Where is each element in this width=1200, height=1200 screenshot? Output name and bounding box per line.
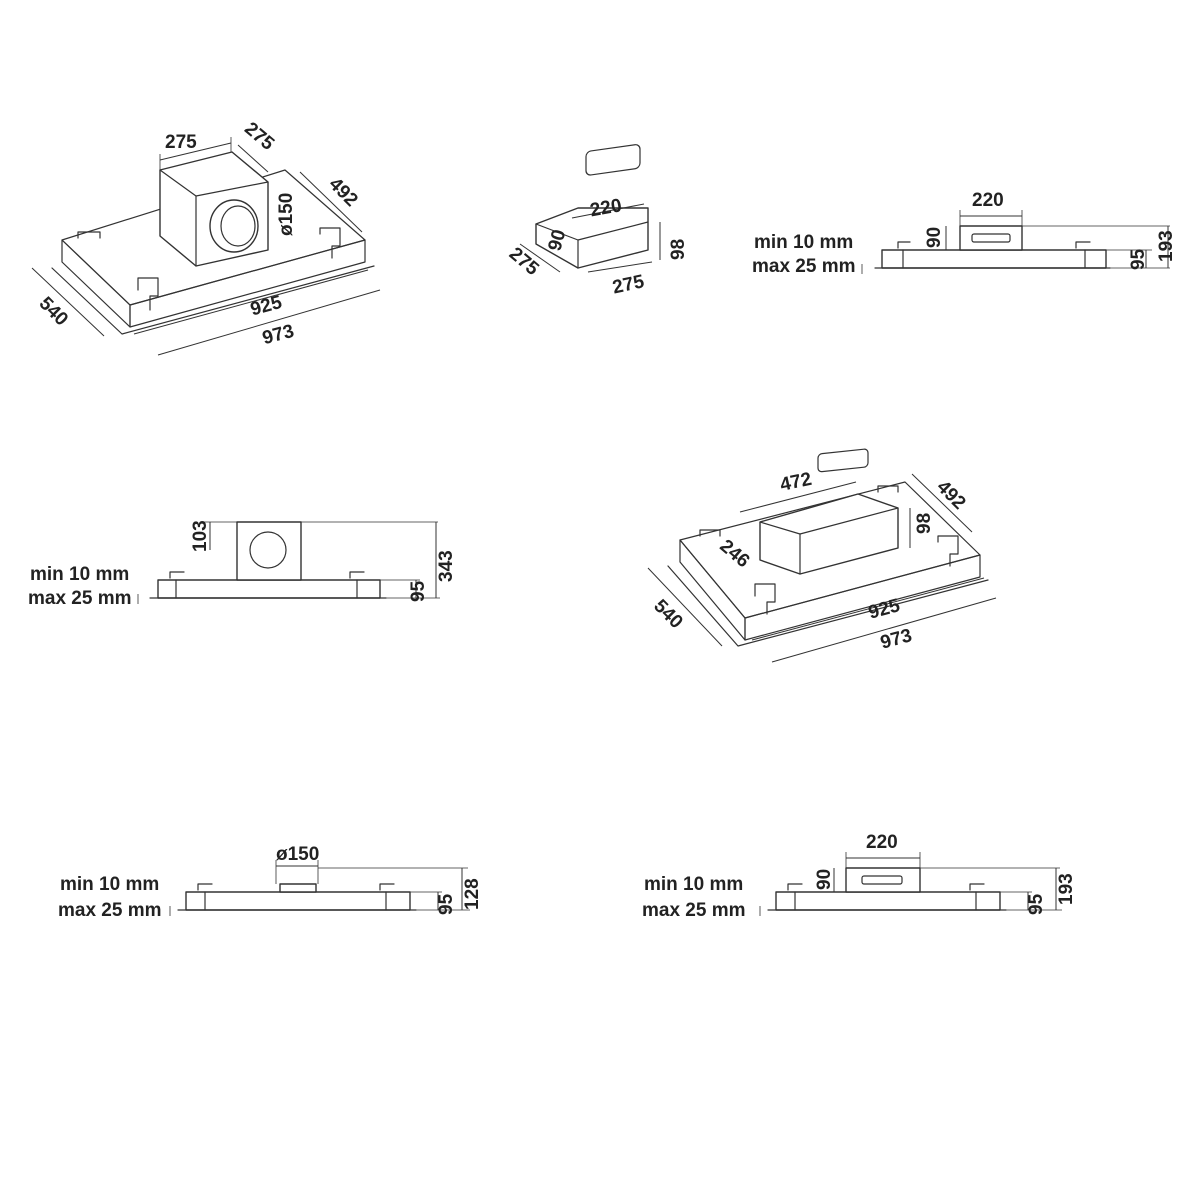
- drawing-hood-duct-front: 472 492 98 246 540 925 973: [647, 448, 997, 663]
- hood-front-face: [744, 554, 981, 641]
- mount-bracket: [699, 485, 959, 615]
- label-min-gap: min 10 mm: [644, 874, 743, 895]
- dim-duct-length: 472: [778, 469, 813, 496]
- hood-flange: [51, 265, 375, 335]
- duct-box-side: [236, 521, 302, 581]
- drawing-side-rect-duct: min 10 mm max 25 mm 220 90 95 193: [752, 190, 1177, 277]
- dim-body-height: 95: [408, 580, 429, 602]
- duct-outlet-round-top: [279, 883, 317, 893]
- dim-body-height: 95: [1128, 248, 1149, 270]
- dim-adapter-depth: 275: [505, 243, 543, 280]
- dim-outlet-diameter: ø150: [276, 844, 319, 865]
- duct-rect-body: [759, 493, 899, 575]
- label-max-gap: max 25 mm: [752, 256, 856, 277]
- label-max-gap: max 25 mm: [58, 900, 162, 921]
- dim-adapter-length: 275: [611, 271, 647, 298]
- dim-outlet-diameter: ø150: [276, 193, 297, 236]
- hood-body-side: [157, 579, 381, 599]
- dim-total-height: 193: [1056, 873, 1077, 905]
- dim-depth-outer: 540: [35, 293, 72, 330]
- adapter-body: [535, 207, 649, 269]
- dim-total-height: 128: [462, 878, 483, 910]
- hood-left-face: [61, 239, 131, 328]
- label-min-gap: min 10 mm: [60, 874, 159, 895]
- drawing-hood-duct-back: 275 275 ø150 492 540 925 973: [31, 118, 381, 356]
- dim-outlet-height: 90: [924, 227, 945, 248]
- drawing-duct-adapter: 220 90 275 98 275: [505, 144, 689, 298]
- dim-outlet-width: 220: [972, 190, 1004, 211]
- dim-total-height: 343: [436, 550, 457, 582]
- dim-box-height: 103: [190, 520, 211, 552]
- dim-box-width: 275: [165, 132, 197, 153]
- dim-width-inner: 925: [248, 292, 284, 321]
- hood-body-side: [775, 891, 1001, 911]
- dim-body-height: 95: [1026, 893, 1047, 915]
- label-max-gap: max 25 mm: [28, 588, 132, 609]
- adapter-outlet: [585, 144, 641, 176]
- hood-body-side: [185, 891, 411, 911]
- dim-adapter-outer-height: 98: [668, 239, 689, 260]
- duct-outlet-rect: [817, 448, 869, 473]
- drawing-side-rect-top: min 10 mm max 25 mm 220 90 95 193: [642, 832, 1077, 921]
- dim-line: [159, 142, 232, 161]
- dim-duct-height: 98: [914, 513, 935, 534]
- drawing-side-round-top: min 10 mm max 25 mm ø150 95 128: [58, 844, 483, 921]
- label-min-gap: min 10 mm: [754, 232, 853, 253]
- dim-outlet-height: 90: [814, 869, 835, 890]
- dim-body-height: 95: [436, 893, 457, 915]
- label-min-gap: min 10 mm: [30, 564, 129, 585]
- dim-depth-inner: 492: [932, 477, 969, 514]
- duct-outlet-rect: [959, 225, 1023, 251]
- hood-flange: [667, 565, 989, 647]
- dim-total-height: 193: [1156, 230, 1177, 262]
- dim-duct-depth: 246: [716, 536, 754, 572]
- duct-outlet-round: [209, 199, 259, 253]
- dim-width-outer: 973: [878, 625, 914, 653]
- dim-outlet-width: 220: [866, 832, 898, 853]
- dim-width-inner: 925: [866, 595, 902, 624]
- dim-width-outer: 973: [260, 321, 296, 349]
- drawing-side-round-duct-back: min 10 mm max 25 mm 103 95 343: [28, 520, 457, 609]
- label-max-gap: max 25 mm: [642, 900, 746, 921]
- duct-outlet-rect: [845, 867, 921, 893]
- dim-depth-outer: 540: [649, 596, 686, 633]
- dim-depth-inner: 492: [324, 174, 361, 211]
- hood-body-side: [881, 249, 1107, 269]
- mount-bracket: [77, 227, 341, 311]
- dim-box-depth: 275: [240, 118, 278, 155]
- duct-outlet-round: [249, 531, 287, 569]
- hood-front-face: [129, 239, 366, 328]
